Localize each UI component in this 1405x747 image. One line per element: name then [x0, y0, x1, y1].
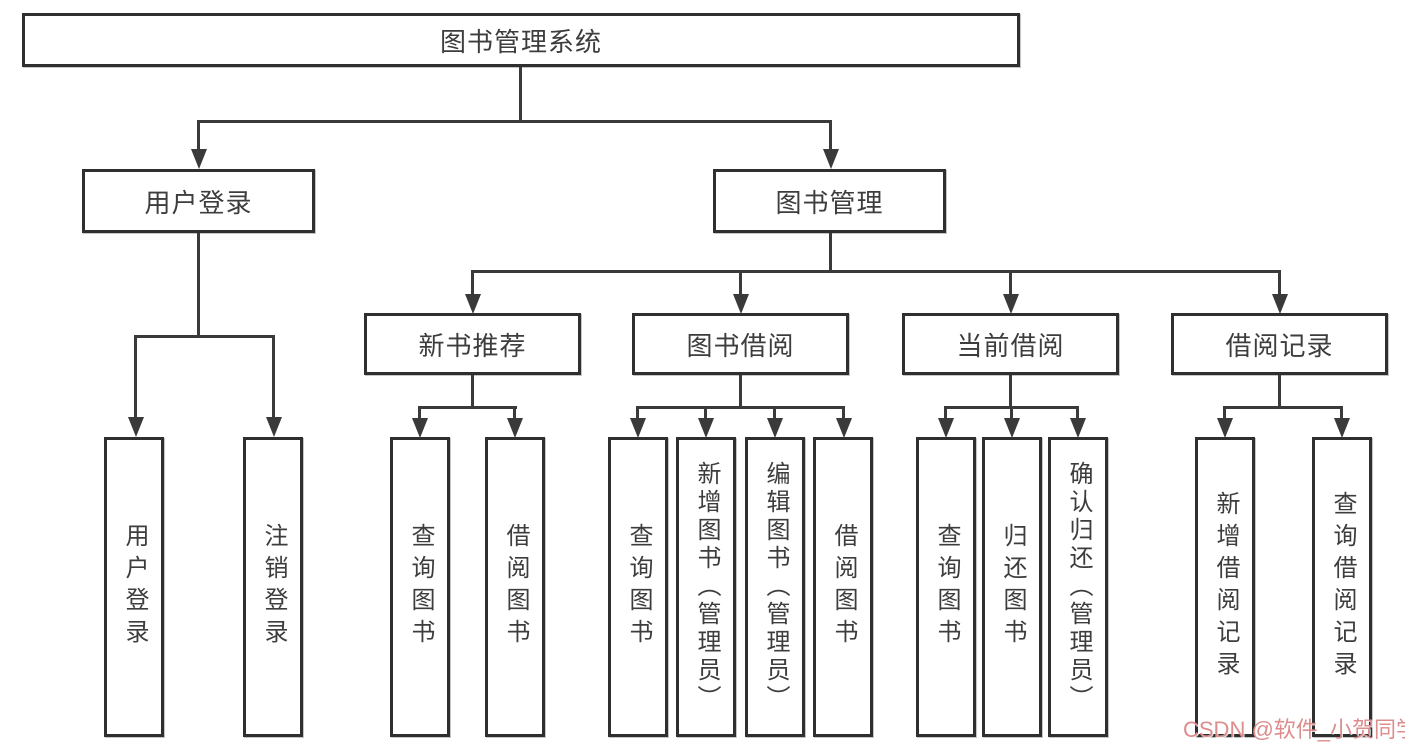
arrow-down-icon	[1272, 294, 1288, 314]
leaf-add-books-admin: 新增图书（管理员）	[676, 437, 736, 737]
connector-drop-leaf	[513, 406, 516, 420]
node-book-management: 图书管理	[713, 169, 946, 233]
leaf-label: 借阅图书	[830, 523, 857, 651]
leaf-confirm-return-admin: 确认归还（管理员）	[1048, 437, 1108, 737]
connector-drop-leaf	[773, 406, 776, 420]
node-label: 图书管理系统	[439, 26, 602, 57]
arrow-down-icon	[1003, 294, 1019, 314]
node-borrow-record: 借阅记录	[1171, 313, 1388, 375]
connector-stub	[739, 375, 742, 409]
leaf-logout: 注销登录	[243, 437, 303, 737]
node-label: 图书管理	[775, 187, 884, 218]
node-current-borrow: 当前借阅	[902, 313, 1119, 375]
connector-drop-book-borrow	[739, 270, 742, 298]
leaf-label: 编辑图书（管理员）	[762, 461, 789, 713]
connector-level1-hline	[197, 120, 832, 123]
leaf-edit-books-admin: 编辑图书（管理员）	[745, 437, 805, 737]
connector-stub	[1009, 375, 1012, 409]
leaf-label: 新增借阅记录	[1212, 491, 1239, 683]
arrow-down-icon	[767, 418, 783, 438]
arrow-down-icon	[823, 149, 839, 169]
connector-drop-leaf	[944, 406, 947, 420]
connector-drop-leaf	[842, 406, 845, 420]
connector-user-login-stub	[197, 233, 200, 338]
connector-drop-leaf	[272, 335, 275, 419]
connector-root-stub	[519, 67, 522, 120]
connector-hline	[1223, 406, 1342, 409]
leaf-label: 新增图书（管理员）	[693, 461, 720, 713]
arrow-down-icon	[733, 294, 749, 314]
node-user-login: 用户登录	[82, 169, 315, 233]
connector-drop-borrow-record	[1278, 270, 1281, 298]
leaf-query-books: 查询图书	[916, 437, 976, 737]
arrow-down-icon	[938, 418, 954, 438]
leaf-query-books: 查询图书	[608, 437, 668, 737]
arrow-down-icon	[1334, 418, 1350, 438]
leaf-label: 确认归还（管理员）	[1065, 461, 1092, 713]
arrow-down-icon	[465, 294, 481, 314]
leaf-borrow-books: 借阅图书	[485, 437, 545, 737]
node-book-borrow: 图书借阅	[632, 313, 849, 375]
arrow-down-icon	[836, 418, 852, 438]
leaf-label: 查询图书	[933, 523, 960, 651]
connector-drop-leaf	[1223, 406, 1226, 420]
arrow-down-icon	[1004, 418, 1020, 438]
arrow-down-icon	[1070, 418, 1086, 438]
connector-drop-user-login	[197, 120, 200, 151]
arrow-down-icon	[128, 417, 144, 437]
leaf-label: 归还图书	[999, 523, 1026, 651]
connector-stub	[1278, 375, 1281, 409]
connector-book-management-stub	[829, 233, 832, 272]
connector-drop-leaf	[1010, 406, 1013, 420]
connector-drop-leaf	[1076, 406, 1079, 420]
leaf-label: 借阅图书	[502, 523, 529, 651]
leaf-query-books: 查询图书	[390, 437, 450, 737]
arrow-down-icon	[266, 417, 282, 437]
leaf-label: 用户登录	[121, 523, 148, 651]
node-label: 当前借阅	[956, 330, 1065, 361]
arrow-down-icon	[507, 418, 523, 438]
arrow-down-icon	[1217, 418, 1233, 438]
connector-drop-leaf	[636, 406, 639, 420]
node-label: 用户登录	[144, 187, 253, 218]
leaf-label: 查询借阅记录	[1329, 491, 1356, 683]
arrow-down-icon	[412, 418, 428, 438]
connector-user-login-hline	[134, 335, 275, 338]
watermark: CSDN @软件_小贺同学	[1183, 717, 1405, 742]
connector-level2-hline	[471, 270, 1281, 273]
node-new-book-recommend: 新书推荐	[364, 313, 581, 375]
arrow-down-icon	[191, 149, 207, 169]
arrow-down-icon	[698, 418, 714, 438]
node-library-management-system: 图书管理系统	[22, 13, 1020, 67]
leaf-return-books: 归还图书	[982, 437, 1042, 737]
leaf-query-borrow-record: 查询借阅记录	[1312, 437, 1372, 737]
node-label: 图书借阅	[686, 330, 795, 361]
connector-drop-book-management	[829, 120, 832, 151]
leaf-user-login: 用户登录	[104, 437, 164, 737]
connector-drop-new-book	[471, 270, 474, 298]
connector-hline	[418, 406, 517, 409]
connector-stub	[471, 375, 474, 409]
connector-drop-leaf	[1340, 406, 1343, 420]
leaf-label: 查询图书	[407, 523, 434, 651]
arrow-down-icon	[630, 418, 646, 438]
connector-drop-leaf	[418, 406, 421, 420]
connector-drop-leaf	[134, 335, 137, 419]
leaf-borrow-books: 借阅图书	[813, 437, 873, 737]
node-label: 借阅记录	[1225, 330, 1334, 361]
connector-hline	[636, 406, 845, 409]
connector-drop-current-borrow	[1009, 270, 1012, 298]
leaf-label: 查询图书	[625, 523, 652, 651]
connector-drop-leaf	[704, 406, 707, 420]
leaf-add-borrow-record: 新增借阅记录	[1195, 437, 1255, 737]
leaf-label: 注销登录	[260, 523, 287, 651]
node-label: 新书推荐	[418, 330, 527, 361]
